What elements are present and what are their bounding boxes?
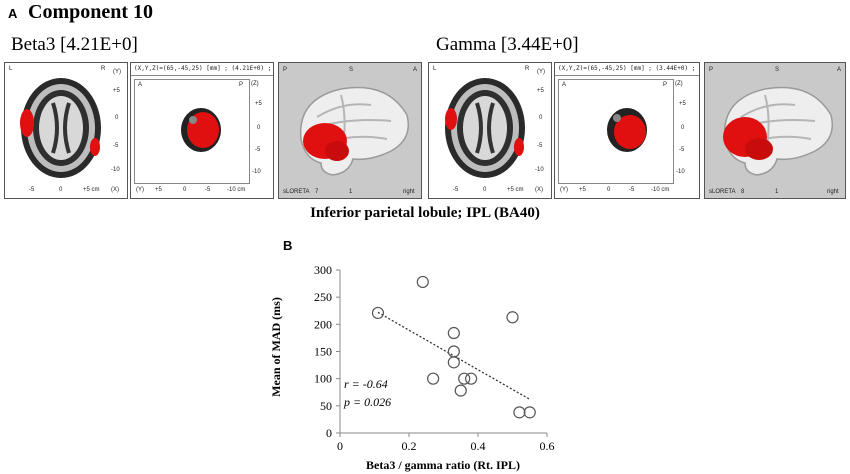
- coordinate-readout: (X,Y,Z)=(65,-45,25) [mm] ; (4.21E+0) ; 8: [131, 63, 273, 76]
- left-tag: L: [433, 66, 437, 72]
- annotation-r: r = -0.64: [344, 377, 388, 391]
- component-title: Component 10: [28, 1, 154, 23]
- data-point: [454, 384, 467, 397]
- region-label: Inferior parietal lobule; IPL (BA40): [310, 205, 540, 221]
- view-tag: right: [827, 189, 839, 195]
- anterior-tag: A: [837, 67, 842, 73]
- axial-brain-slice-image: [20, 78, 101, 178]
- anterior-tag: A: [138, 82, 143, 88]
- scatter-chart: Mean of MAD (ms) 0 50 100 150 200 250 300 0 0.2…: [269, 263, 555, 472]
- y-tick-label: 300: [314, 263, 332, 277]
- y-axis-tag: (Y): [136, 187, 144, 193]
- panel-a-letter: A: [8, 6, 18, 21]
- superior-tag: S: [775, 67, 780, 73]
- y-tick-label: 200: [314, 317, 332, 331]
- y-tick-label: 250: [314, 290, 332, 304]
- anterior-tag: A: [562, 82, 567, 88]
- trend-line: [377, 311, 531, 400]
- data-point: [447, 345, 460, 358]
- cortical-surface-panel: P S A sLORETA 8 1 right: [704, 62, 846, 199]
- method-tag: sLORETA: [709, 189, 736, 195]
- left-tag: L: [9, 66, 13, 72]
- view-tag: right: [403, 189, 415, 195]
- y-axis-tag: (Y): [560, 187, 568, 193]
- superior-tag: S: [349, 67, 354, 73]
- x-tick-label: 0.2: [402, 439, 417, 453]
- data-point: [447, 356, 460, 369]
- z-axis-tag: (Z): [675, 81, 683, 87]
- data-point: [458, 372, 471, 385]
- data-point: [427, 372, 440, 385]
- axial-brain-slice-image: [445, 78, 525, 178]
- right-tag: R: [525, 66, 530, 72]
- count-tag: 8: [741, 189, 745, 195]
- sagittal-slice-panel: (X,Y,Z)=(65,-45,25) [mm] ; (3.44E+0) ; 7…: [554, 62, 700, 199]
- x-tick: +5 cm: [507, 187, 524, 193]
- x-tick: +5 cm: [83, 187, 100, 193]
- x-tick: -5: [29, 187, 35, 193]
- posterior-tag: P: [283, 67, 288, 73]
- sagittal-activation-blob: [181, 108, 221, 152]
- x-tick-label: 0.4: [471, 439, 486, 453]
- x-tick: 0: [483, 187, 487, 193]
- y-tick-label: 100: [314, 372, 332, 386]
- y-axis-title: Mean of MAD (ms): [269, 297, 283, 397]
- panel-b-letter: B: [283, 238, 293, 253]
- y-tick-label: 0: [326, 426, 332, 440]
- index-tag: 1: [349, 189, 353, 195]
- condition-label-gamma: Gamma [3.44E+0]: [436, 34, 579, 55]
- y-axis-tag: (Y): [113, 69, 121, 75]
- data-point: [513, 406, 526, 419]
- data-point: [465, 372, 478, 385]
- sagittal-activation-blob: [607, 108, 647, 152]
- posterior-tag: P: [239, 82, 244, 88]
- x-tick: -5: [453, 187, 459, 193]
- posterior-tag: P: [663, 82, 668, 88]
- condition-label-beta3: Beta3 [4.21E+0]: [11, 34, 138, 55]
- sagittal-frame: A P: [134, 79, 250, 184]
- right-tag: R: [101, 66, 106, 72]
- x-axis-tag: (X): [535, 187, 543, 193]
- x-axis-tag: (X): [111, 187, 119, 193]
- index-tag: 1: [775, 189, 779, 195]
- x-tick-label: 0.6: [540, 439, 555, 453]
- axial-slice-panel: L R (Y) +5 0 -5 -10 -5 0 +5 cm (X): [428, 62, 552, 199]
- count-tag: 7: [315, 189, 319, 195]
- y-tick-label: 50: [320, 399, 332, 413]
- lateral-brain-surface-image: [723, 86, 833, 176]
- data-point: [523, 406, 536, 419]
- data-point: [416, 275, 429, 289]
- y-axis-title-group: Mean of MAD (ms): [269, 297, 283, 397]
- x-axis-title: Beta3 / gamma ratio (Rt. IPL): [366, 458, 520, 472]
- cortical-surface-panel: P S A sLORETA 7 1 right: [278, 62, 422, 199]
- sagittal-frame: A P: [558, 79, 674, 184]
- anterior-tag: A: [413, 67, 418, 73]
- y-axis-tag: (Y): [537, 69, 545, 75]
- data-point: [447, 326, 460, 340]
- posterior-tag: P: [709, 67, 714, 73]
- annotation-p: p = 0.026: [343, 395, 391, 409]
- sagittal-slice-panel: (X,Y,Z)=(65,-45,25) [mm] ; (4.21E+0) ; 8…: [130, 62, 274, 199]
- method-tag: sLORETA: [283, 189, 310, 195]
- x-tick-label: 0: [337, 439, 343, 453]
- data-point: [506, 311, 519, 324]
- data-point: [371, 306, 385, 320]
- x-tick: 0: [59, 187, 63, 193]
- coordinate-readout: (X,Y,Z)=(65,-45,25) [mm] ; (3.44E+0) ; 7: [555, 63, 699, 76]
- z-axis-tag: (Z): [251, 81, 259, 87]
- lateral-brain-surface-image: [299, 86, 409, 176]
- y-tick-label: 150: [314, 345, 332, 359]
- axial-slice-panel: L R (Y) +5 0 -5 -10 -5 0 +5 cm (X): [4, 62, 128, 199]
